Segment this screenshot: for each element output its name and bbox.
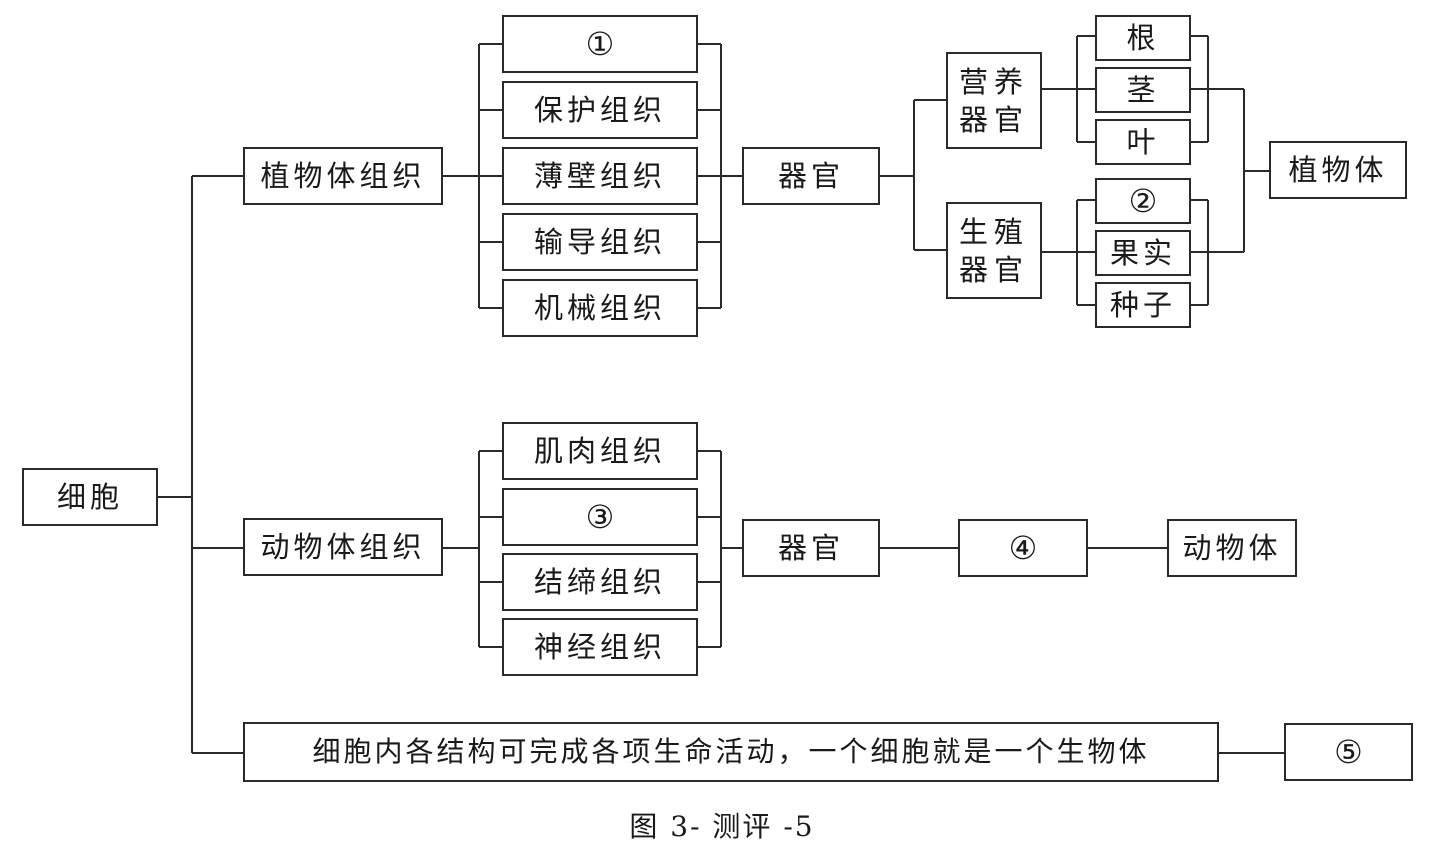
reproductive-organ-box: 生殖 器官 xyxy=(946,202,1042,299)
reproductive-organ-line2: 器官 xyxy=(958,252,1029,287)
plant-tissue-parenchyma: 薄壁组织 xyxy=(502,147,698,205)
animal-system-blank-4: ④ xyxy=(958,519,1088,577)
animal-organ-box: 器官 xyxy=(742,519,880,577)
animal-tissue-connective: 结缔组织 xyxy=(502,553,698,611)
organ-fruit: 果实 xyxy=(1095,230,1191,276)
organ-leaf: 叶 xyxy=(1095,119,1191,165)
animal-body-box: 动物体 xyxy=(1167,519,1297,577)
vegetative-organ-box: 营养 器官 xyxy=(946,52,1042,149)
unicellular-blank-5: ⑤ xyxy=(1284,723,1413,781)
animal-tissue-muscle: 肌肉组织 xyxy=(502,422,698,480)
animal-tissue-box: 动物体组织 xyxy=(243,518,443,576)
reproductive-blank-2: ② xyxy=(1095,178,1191,224)
animal-tissue-nervous: 神经组织 xyxy=(502,618,698,676)
organ-stem: 茎 xyxy=(1095,67,1191,113)
unicellular-description-box: 细胞内各结构可完成各项生命活动，一个细胞就是一个生物体 xyxy=(243,722,1219,782)
plant-body-box: 植物体 xyxy=(1269,141,1407,199)
plant-tissue-box: 植物体组织 xyxy=(243,147,443,205)
organ-root: 根 xyxy=(1095,15,1191,61)
vegetative-organ-line1: 营养 xyxy=(958,64,1029,99)
plant-organ-box: 器官 xyxy=(742,147,880,205)
plant-tissue-mechanical: 机械组织 xyxy=(502,279,698,337)
plant-tissue-conducting: 输导组织 xyxy=(502,213,698,271)
plant-tissue-blank-1: ① xyxy=(502,15,698,73)
vegetative-organ-line2: 器官 xyxy=(958,102,1029,137)
figure-caption: 图 3- 测评 -5 xyxy=(629,810,815,843)
organ-seed: 种子 xyxy=(1095,282,1191,328)
plant-tissue-protective: 保护组织 xyxy=(502,81,698,139)
reproductive-organ-line1: 生殖 xyxy=(958,214,1029,249)
cell-box: 细胞 xyxy=(22,468,158,526)
animal-tissue-blank-3: ③ xyxy=(502,488,698,546)
